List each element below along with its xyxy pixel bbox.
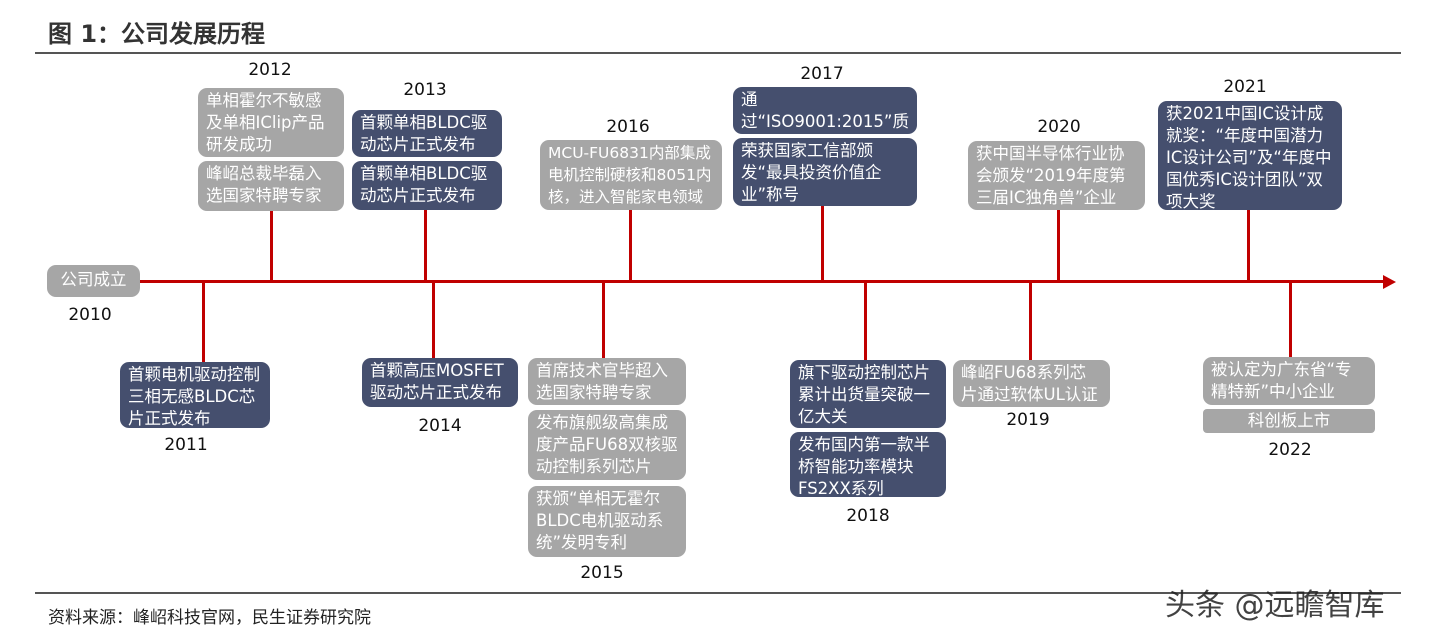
event-box: 峰岹总裁毕磊入选国家特聘专家 bbox=[198, 161, 344, 211]
event-box: 科创板上市 bbox=[1203, 409, 1375, 433]
bottom-divider bbox=[35, 592, 1401, 594]
stem bbox=[1029, 281, 1032, 361]
stem bbox=[202, 281, 205, 363]
stem bbox=[864, 281, 867, 361]
event-box: 荣获国家工信部颁发“最具投资价值企业”称号 bbox=[733, 138, 917, 206]
year-label: 2020 bbox=[1037, 117, 1081, 137]
stem bbox=[270, 211, 273, 281]
stem bbox=[432, 281, 435, 359]
event-box: 获中国半导体行业协会颁发“2019年度第三届IC独角兽”企业 bbox=[968, 141, 1145, 210]
year-label: 2016 bbox=[606, 117, 650, 137]
event-box: 首颗单相BLDC驱动芯片正式发布 bbox=[352, 110, 502, 157]
event-box: 峰岹FU68系列芯片通过软体UL认证 bbox=[953, 360, 1110, 407]
year-label: 2010 bbox=[68, 305, 112, 325]
event-box: 通过“ISO9001:2015”质量体系认证 bbox=[733, 87, 917, 134]
event-box: 发布旗舰级高集成度产品FU68双核驱动控制系列芯片 bbox=[528, 410, 686, 480]
year-label: 2017 bbox=[800, 64, 844, 84]
event-box: 首颗单相BLDC驱动芯片正式发布 bbox=[352, 161, 502, 210]
event-box: 公司成立 bbox=[47, 265, 140, 297]
axis-arrow-icon bbox=[1383, 275, 1396, 289]
stem bbox=[602, 281, 605, 359]
event-box: 获2021中国IC设计成就奖：“年度中国潜力IC设计公司”及“年度中国优秀IC设… bbox=[1158, 101, 1342, 210]
year-label: 2021 bbox=[1223, 77, 1267, 97]
event-box: 旗下驱动控制芯片累计出货量突破一亿大关 bbox=[790, 360, 946, 428]
event-box: 被认定为广东省“专精特新”中小企业 bbox=[1203, 357, 1375, 405]
top-divider bbox=[35, 52, 1401, 54]
event-box: 首颗高压MOSFET驱动芯片正式发布 bbox=[362, 358, 518, 407]
event-box: 获颁“单相无霍尔BLDC电机驱动系统”发明专利 bbox=[528, 486, 686, 557]
stem bbox=[1289, 281, 1292, 358]
year-label: 2019 bbox=[1006, 410, 1050, 430]
event-box: 首席技术官毕超入选国家特聘专家 bbox=[528, 358, 686, 405]
event-box: 发布国内第一款半桥智能功率模块FS2XX系列 bbox=[790, 432, 946, 497]
stem bbox=[1057, 210, 1060, 281]
year-label: 2015 bbox=[580, 563, 624, 583]
watermark: 头条 @远瞻智库 bbox=[1165, 588, 1385, 623]
year-label: 2013 bbox=[403, 80, 447, 100]
event-box: 首颗电机驱动控制三相无感BLDC芯片正式发布 bbox=[120, 362, 270, 428]
stem bbox=[424, 210, 427, 281]
source-note: 资料来源：峰岹科技官网，民生证券研究院 bbox=[48, 608, 371, 628]
year-label: 2012 bbox=[248, 60, 292, 80]
year-label: 2018 bbox=[846, 506, 890, 526]
stem bbox=[629, 210, 632, 281]
timeline-axis bbox=[140, 280, 1385, 283]
event-box: MCU-FU6831内部集成电机控制硬核和8051内核，进入智能家电领域 bbox=[540, 140, 722, 210]
stem bbox=[821, 206, 824, 281]
year-label: 2011 bbox=[164, 435, 208, 455]
year-label: 2014 bbox=[418, 416, 462, 436]
stem bbox=[1247, 210, 1250, 281]
event-box: 单相霍尔不敏感及单相IClip产品研发成功 bbox=[198, 88, 344, 157]
year-label: 2022 bbox=[1268, 440, 1312, 460]
figure-title: 图 1：公司发展历程 bbox=[48, 20, 266, 48]
